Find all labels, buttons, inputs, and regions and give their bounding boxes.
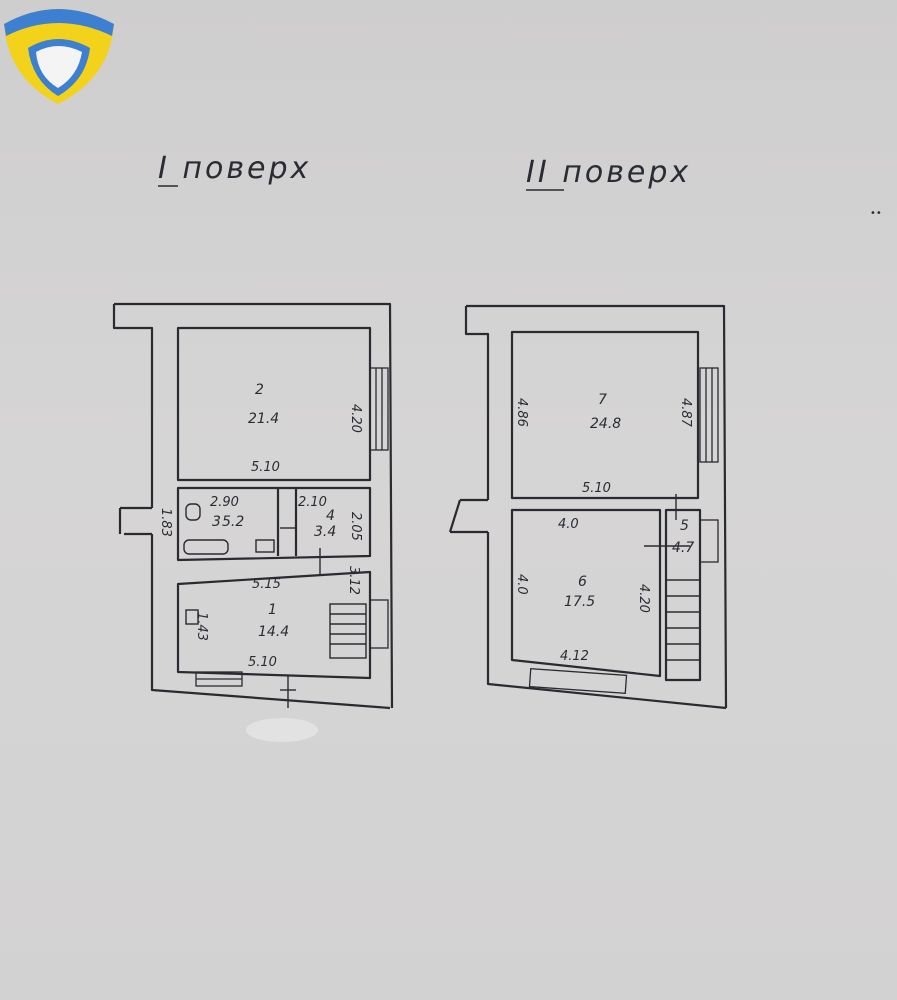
floor-1-title: I поверх (158, 151, 311, 186)
logo-top-band-icon (4, 9, 114, 36)
room-6-area: 17.5 (564, 594, 595, 610)
room-2-number: 2 (255, 382, 264, 398)
room-1-width-bottom: 5.10 (248, 655, 277, 670)
entry-depth: 1.83 (158, 508, 173, 537)
room-1-number: 1 (268, 602, 277, 618)
service-block-outline (176, 486, 372, 562)
room-2-area: 21.4 (248, 411, 279, 427)
logo-core-icon (36, 46, 82, 88)
room-1-area: 14.4 (258, 624, 289, 640)
stair-hall-outline (664, 508, 702, 682)
floor-1-plan: 2 21.4 5.10 4.20 2.90 3 5.2 2.10 4 3.4 2… (112, 302, 394, 742)
room-4-width: 2.10 (298, 495, 327, 510)
room-1-depth-left: 1.43 (194, 612, 209, 641)
room-7-width: 5.10 (582, 481, 611, 496)
room-7-number: 7 (598, 392, 607, 408)
room-6-depth-right: 4.20 (636, 584, 651, 613)
sink-icon (255, 539, 275, 553)
window-room-6-icon (528, 667, 628, 695)
stray-mark: •• (870, 208, 882, 219)
window-room-5-icon (699, 519, 719, 563)
window-room-7-icon (699, 367, 719, 463)
room-4-area: 3.4 (314, 524, 336, 540)
floor-2-plan: 7 24.8 5.10 4.86 4.87 4.0 6 17.5 4.12 4.… (448, 304, 728, 710)
window-room-2-icon (369, 367, 389, 451)
room-7-depth-right: 4.87 (678, 398, 693, 428)
room-2-outline (176, 326, 372, 482)
stairs-floor-2-icon (666, 579, 700, 661)
toilet-icon (185, 503, 201, 521)
room-7-area: 24.8 (590, 416, 621, 432)
smudge-mark (246, 718, 318, 742)
shield-logo (4, 9, 114, 104)
room-4-depth: 2.05 (348, 512, 363, 541)
room-7-depth-left: 4.86 (514, 398, 529, 427)
room-6-number: 6 (578, 574, 587, 590)
room-5-area: 4.7 (672, 540, 694, 556)
partition-walls (276, 488, 298, 556)
room-2-width: 5.10 (251, 460, 280, 475)
room-6-outline (510, 508, 662, 678)
room-4-number: 4 (326, 508, 335, 524)
room-3-width: 2.90 (210, 495, 239, 510)
room-1-outline (176, 570, 372, 680)
room-6-depth-left: 4.0 (514, 574, 529, 595)
room-1-width-top: 5.15 (252, 577, 281, 592)
bathtub-icon (183, 539, 229, 555)
room-3-area: 5.2 (222, 514, 244, 530)
room-1-depth: 3.12 (346, 566, 361, 595)
window-room-1-icon (369, 599, 389, 649)
room-5-number: 5 (680, 518, 689, 534)
floor-2-title: II поверх (526, 155, 691, 190)
stairs-floor-1-icon (329, 603, 367, 659)
boiler-icon (185, 609, 199, 625)
room-7-outline (510, 330, 700, 500)
room-6-width-top: 4.0 (558, 517, 579, 532)
room-3-number: 3 (212, 514, 221, 530)
room-6-width-bottom: 4.12 (560, 649, 589, 664)
room-2-depth: 4.20 (348, 404, 363, 433)
